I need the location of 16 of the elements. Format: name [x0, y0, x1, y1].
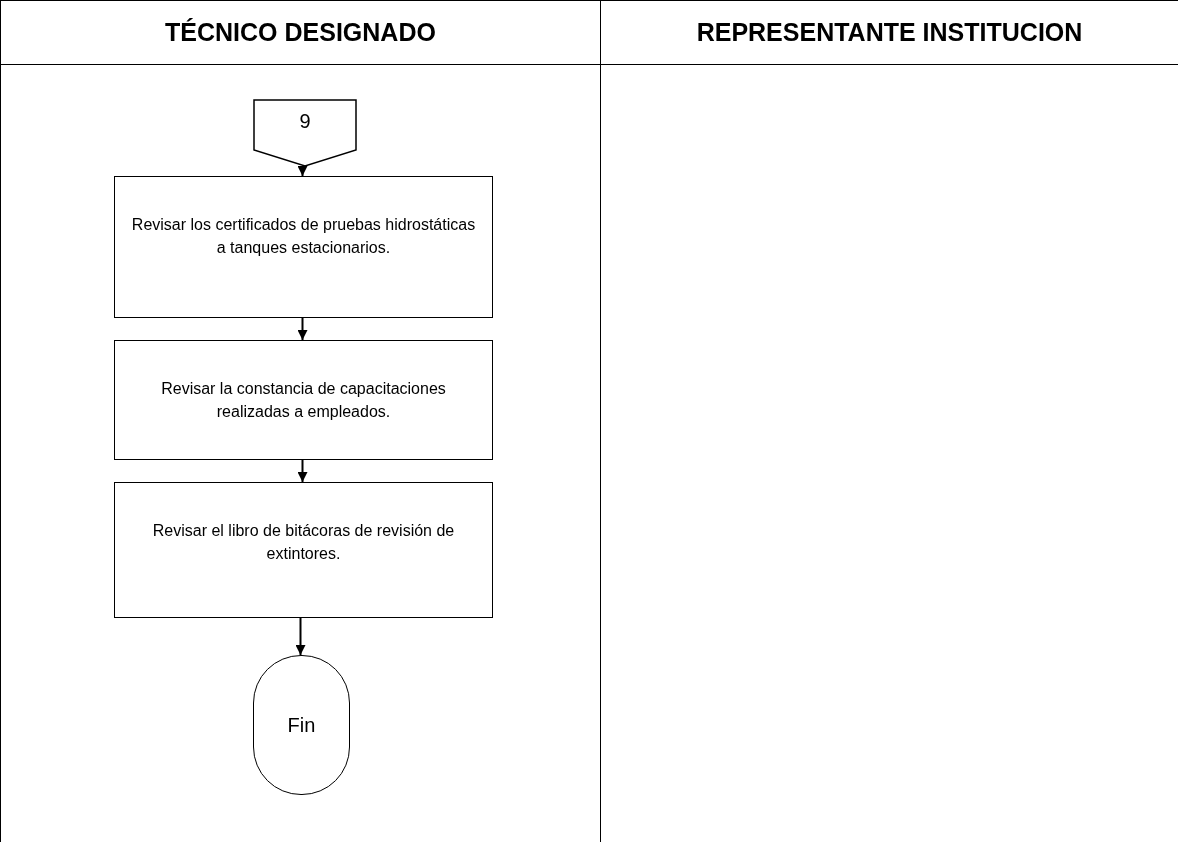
lane-heading: REPRESENTANTE INSTITUCION — [601, 0, 1178, 65]
step-text: Revisar los certificados de pruebas hidrostáticas a tanques estacionarios. — [131, 215, 476, 258]
swimlane — [600, 0, 1178, 842]
step-text: Revisar el libro de bitácoras de revisión de extintores. — [151, 521, 456, 564]
step-text: Fin — [287, 713, 316, 737]
arrow — [295, 617, 306, 656]
process-box — [114, 482, 493, 618]
lane-heading: TÉCNICO DESIGNADO — [1, 0, 600, 65]
connector-label: 9 — [299, 110, 311, 134]
arrow — [297, 317, 308, 341]
arrow — [297, 459, 308, 483]
process-box — [114, 340, 493, 460]
process-box — [114, 176, 493, 318]
arrow — [297, 165, 308, 177]
step-text: Revisar la constancia de capacitaciones realizadas a empleados. — [160, 379, 447, 422]
swimlane — [0, 0, 600, 842]
